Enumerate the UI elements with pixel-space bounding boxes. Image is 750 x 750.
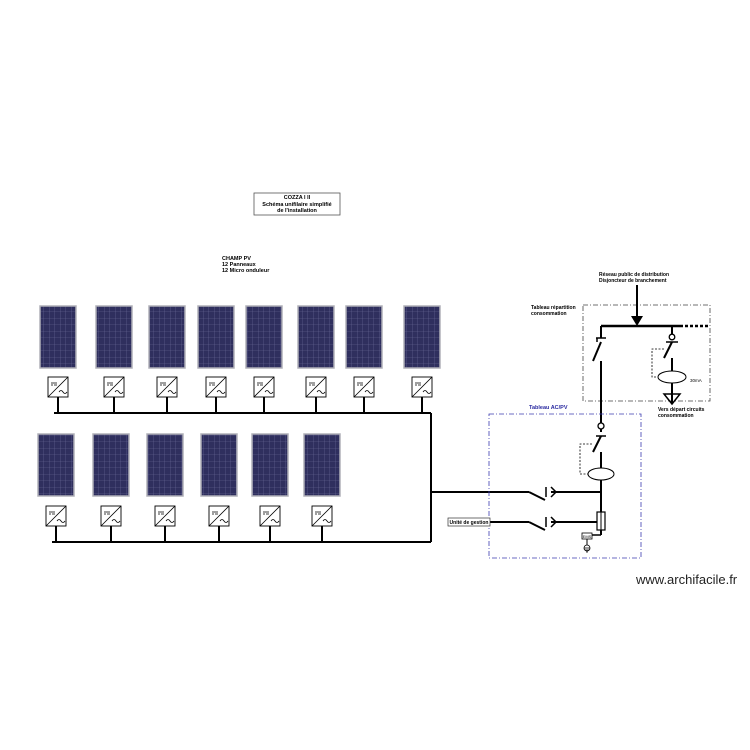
rcd-sensor-icon [657, 370, 687, 384]
consumption-board: Tableau répartition consommation Réseau … [531, 272, 711, 420]
consumption-board-line-2: consommation [531, 311, 567, 317]
pv-panel [95, 305, 133, 369]
spd-label: EMS [583, 534, 592, 539]
micro-inverter-icon [156, 376, 178, 398]
micro-inverter-icon [311, 505, 333, 527]
watermark-text: www.archifacile.fr [636, 572, 738, 587]
pv-panel [200, 433, 238, 497]
acpv-board-title: Tableau AC/PV [529, 405, 568, 411]
micro-inverter-icon [353, 376, 375, 398]
departures-line-1: Vers départ circuits [658, 407, 705, 413]
micro-inverter-icon [45, 505, 67, 527]
pv-panel [148, 305, 186, 369]
management-unit-label: Unité de gestion [450, 520, 489, 526]
pv-field-line-2: 12 Panneaux [222, 262, 257, 268]
pv-panel [39, 305, 77, 369]
pv-panel [245, 305, 283, 369]
grid-line-1: Réseau public de distribution [599, 272, 669, 278]
departure-arrow-icon [662, 393, 682, 406]
grid-line-2: Disjoncteur de branchement [599, 278, 667, 284]
string-2-switch-icon [528, 521, 546, 531]
pv-panel [92, 433, 130, 497]
departures-line-2: consommation [658, 413, 694, 419]
title-line-2: Schéma unifilaire simplifié [262, 202, 331, 208]
consumption-board-line-1: Tableau répartition [531, 305, 576, 311]
pv-panel [345, 305, 383, 369]
pv-panel [37, 433, 75, 497]
micro-inverter-icon [47, 376, 69, 398]
micro-inverter-icon [259, 505, 281, 527]
management-unit: Unité de gestion [447, 517, 491, 527]
pv-panel [297, 305, 335, 369]
title-line-3: de l'installation [277, 208, 317, 214]
pv-field-label: CHAMP PV 12 Panneaux 12 Micro onduleur [222, 256, 270, 274]
rcd-rating: 30mA [690, 378, 702, 383]
pv-panel [403, 305, 441, 369]
micro-inverter-icon [253, 376, 275, 398]
pv-panel [251, 433, 289, 497]
micro-inverter-icon [305, 376, 327, 398]
pv-panel [303, 433, 341, 497]
pv-panel [197, 305, 235, 369]
micro-inverter-icon [205, 376, 227, 398]
micro-inverter-icon [411, 376, 433, 398]
departure-switch-icon [663, 341, 673, 359]
pv-array [37, 305, 441, 542]
grid-feed-arrow-icon [631, 316, 643, 326]
title-box: COZZA l II Schéma unifilaire simplifié d… [253, 192, 341, 216]
micro-inverter-icon [103, 376, 125, 398]
micro-inverter-icon [208, 505, 230, 527]
acpv-board: Tableau AC/PV EMS [488, 405, 642, 559]
pv-panel [146, 433, 184, 497]
micro-inverter-icon [100, 505, 122, 527]
pv-field-line-1: CHAMP PV [222, 256, 251, 262]
feeder-switch-icon [592, 341, 602, 362]
acpv-rcd-sensor-icon [587, 467, 615, 481]
acpv-main-switch-icon [592, 435, 602, 453]
ac-bus-wiring [52, 412, 602, 543]
string-1-switch-icon [528, 491, 546, 501]
title-line-1: COZZA l II [284, 195, 311, 201]
pv-field-line-3: 12 Micro onduleur [222, 268, 270, 274]
micro-inverter-icon [154, 505, 176, 527]
